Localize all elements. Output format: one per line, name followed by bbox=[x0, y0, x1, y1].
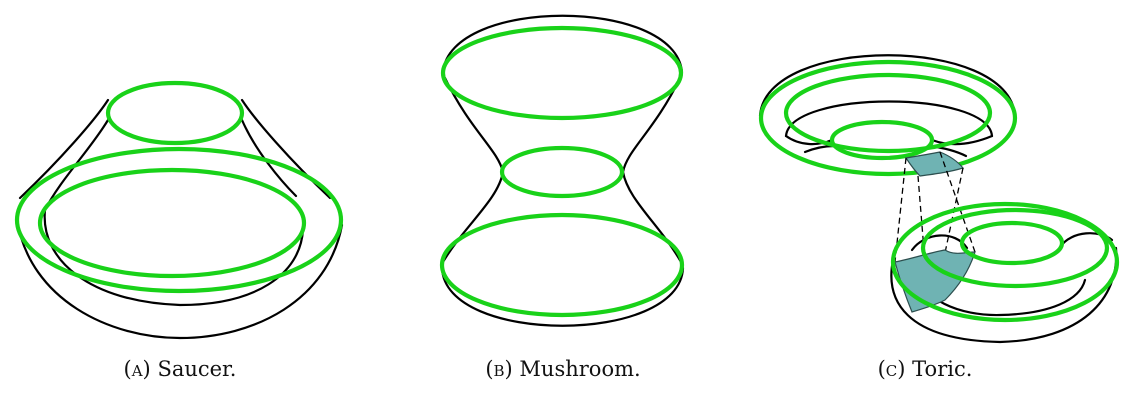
toric-lower-outer-bowl bbox=[890, 246, 1118, 344]
mushroom-middle-ring bbox=[499, 145, 625, 199]
toric-upper-left-fold bbox=[784, 134, 834, 146]
saucer-surface bbox=[14, 80, 344, 340]
mushroom-top-cap bbox=[441, 14, 684, 74]
caption-saucer-text: Saucer. bbox=[157, 357, 237, 381]
toric-upper-middle-ring bbox=[783, 72, 993, 154]
mushroom-surface bbox=[439, 14, 685, 327]
mushroom-left-neck bbox=[441, 76, 505, 264]
caption-mushroom: (b) Mushroom. bbox=[485, 357, 640, 387]
saucer-bottom-bowl bbox=[15, 218, 344, 340]
saucer-outer-left-side bbox=[18, 98, 110, 200]
toric-lower-center-hole bbox=[959, 220, 1065, 266]
toric-upper-torus bbox=[758, 54, 1018, 177]
toric-upper-right-fold bbox=[930, 134, 994, 146]
toric-upper-center-hole bbox=[829, 119, 935, 161]
mushroom-bottom-cap bbox=[440, 266, 685, 327]
toric-upper-outer-dome bbox=[758, 54, 1017, 118]
toric-upper-left-crease bbox=[803, 144, 836, 154]
caption-saucer-tag: (a) bbox=[123, 357, 151, 381]
toric-lower-outer-ring bbox=[890, 201, 1120, 323]
mushroom-right-neck bbox=[621, 76, 683, 264]
connector-3 bbox=[939, 151, 976, 253]
toric-surface bbox=[758, 54, 1120, 344]
toric-upper-inner-rim bbox=[784, 100, 994, 138]
saucer-top-ring bbox=[105, 80, 245, 146]
saucer-inner-ring bbox=[37, 167, 307, 279]
toric-lower-left-fold bbox=[910, 234, 969, 252]
saucer-inner-right-wall bbox=[240, 118, 298, 198]
mushroom-top-ring bbox=[440, 25, 684, 121]
caption-saucer: (a) Saucer. bbox=[124, 357, 237, 387]
caption-mushroom-tag: (b) bbox=[485, 357, 513, 381]
caption-toric-tag: (c) bbox=[877, 357, 906, 381]
caption-toric-text: Toric. bbox=[912, 357, 973, 381]
mushroom-bottom-ring bbox=[439, 212, 685, 318]
toric-lower-middle-ring bbox=[920, 207, 1110, 289]
saucer-outer-ring bbox=[14, 146, 344, 294]
saucer-inner-left-wall bbox=[43, 118, 305, 307]
toric-lower-torus bbox=[890, 201, 1120, 344]
caption-mushroom-text: Mushroom. bbox=[519, 357, 641, 381]
connector-1 bbox=[894, 157, 907, 263]
toric-upper-outer-ring bbox=[758, 59, 1018, 177]
caption-toric: (c) Toric. bbox=[878, 357, 973, 387]
